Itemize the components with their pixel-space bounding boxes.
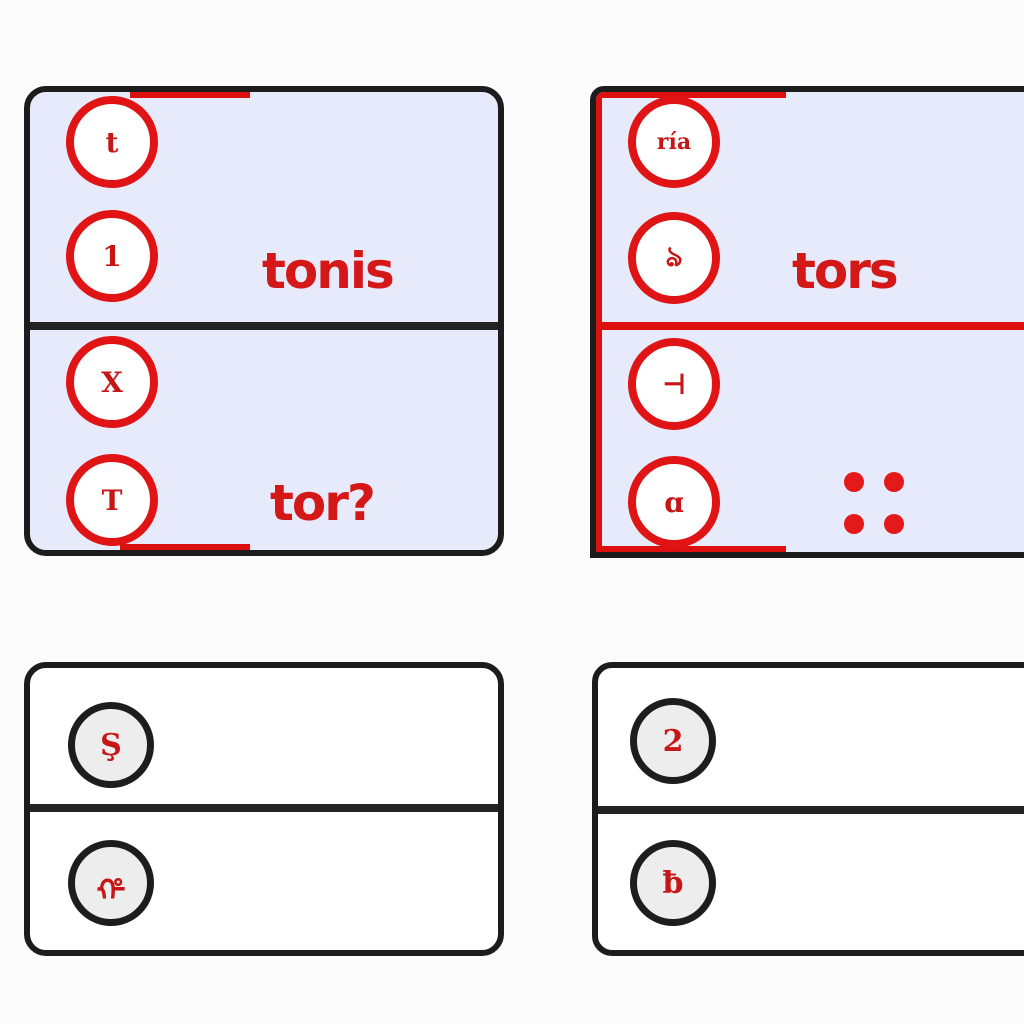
card-bottom-left: Ş ᡥ: [24, 662, 504, 956]
badge-button[interactable]: ría: [628, 96, 720, 188]
card-bottom-right: 2 ƀ: [592, 662, 1024, 956]
dot: [844, 514, 864, 534]
badge-button[interactable]: T: [66, 454, 158, 546]
dot: [884, 514, 904, 534]
divider: [598, 806, 1024, 814]
badge-button[interactable]: 1: [66, 210, 158, 302]
badge-button[interactable]: ⊣: [628, 338, 720, 430]
accent-bar-bottom: [120, 544, 250, 550]
section-label: tors: [792, 242, 899, 300]
section-label: tonis: [262, 242, 395, 300]
badge-button[interactable]: X: [66, 336, 158, 428]
divider: [30, 804, 498, 812]
divider: [30, 322, 498, 330]
badge-button[interactable]: ঌ: [628, 212, 720, 304]
badge-button[interactable]: t: [66, 96, 158, 188]
accent-bar-top: [596, 92, 786, 98]
badge-button[interactable]: Ş: [68, 702, 154, 788]
dot: [884, 472, 904, 492]
accent-bar-top: [130, 92, 250, 98]
badge-button[interactable]: 2: [630, 698, 716, 784]
badge-button[interactable]: ɑ: [628, 456, 720, 548]
card-top-left: t 1 tonis X T tor?: [24, 86, 504, 556]
accent-bar-bottom: [596, 546, 786, 552]
badge-button[interactable]: ƀ: [630, 840, 716, 926]
divider: [596, 322, 1024, 330]
badge-button[interactable]: ᡥ: [68, 840, 154, 926]
card-top-right: ría ঌ tors ⊣ ɑ: [590, 86, 1024, 558]
dot: [844, 472, 864, 492]
section-label: tor?: [270, 474, 376, 532]
